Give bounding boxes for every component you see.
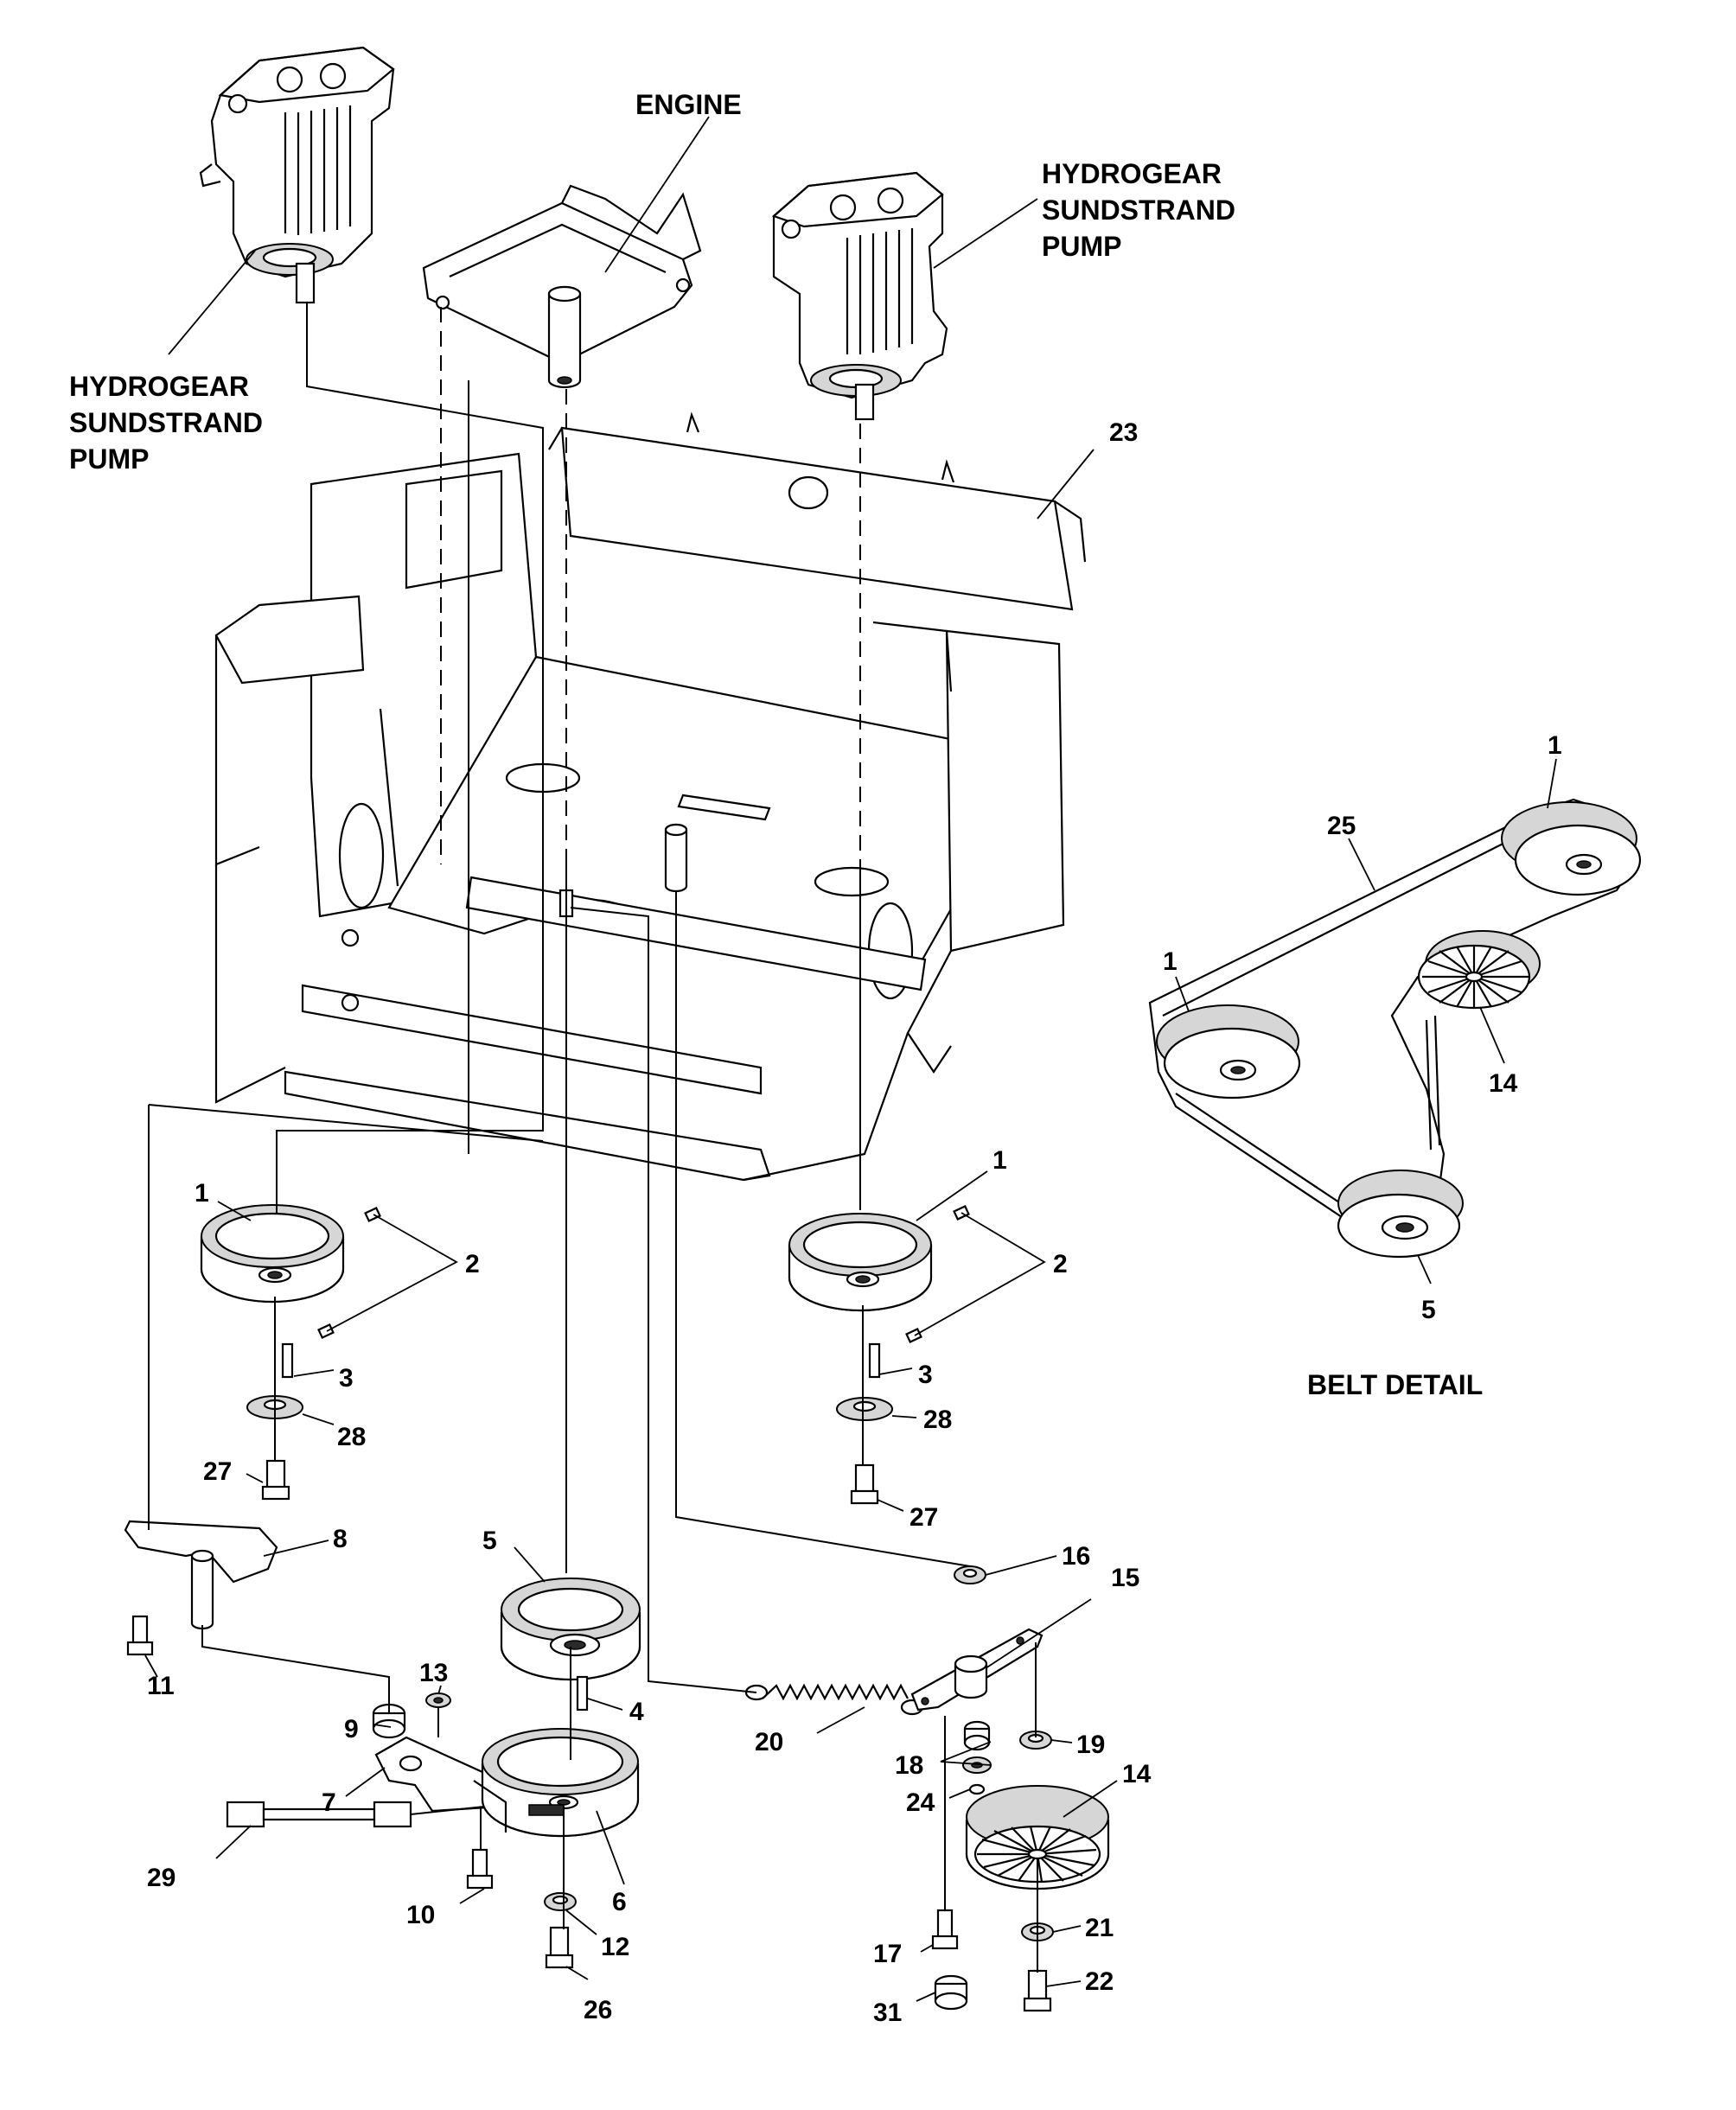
bracket-8 — [124, 1520, 278, 1630]
callout-10: 10 — [406, 1901, 435, 1929]
cap-31 — [934, 1974, 968, 2011]
setscrew-left — [317, 1207, 381, 1339]
callout-1-left: 1 — [195, 1179, 209, 1208]
callout-numbers: 23 1 2 3 28 27 1 2 3 28 27 8 11 9 13 7 5… — [147, 418, 1562, 2027]
label-engine: ENGINE — [635, 89, 742, 120]
idler-arm-15 — [910, 1628, 1044, 1712]
spring-20 — [744, 1683, 924, 1716]
hydrogear-pump-left — [199, 46, 395, 304]
callout-belt-1-left: 1 — [1163, 947, 1178, 976]
bolt-27-right — [850, 1463, 879, 1505]
leader-lines — [144, 116, 1557, 2002]
callout-31: 31 — [873, 1998, 902, 2027]
bolt-17 — [931, 1909, 959, 1950]
label-pump-right-line1: HYDROGEAR — [1042, 158, 1222, 189]
left-pump-pulley — [200, 1204, 345, 1304]
retainer-24 — [968, 1783, 986, 1795]
hydrogear-pump-right — [771, 171, 948, 421]
nut-12 — [544, 1892, 577, 1911]
callout-15: 15 — [1111, 1564, 1139, 1592]
callout-3-left: 3 — [339, 1364, 354, 1393]
callout-16: 16 — [1062, 1542, 1090, 1571]
washer-28-right — [836, 1397, 893, 1421]
callout-4: 4 — [629, 1698, 644, 1726]
callout-21: 21 — [1085, 1914, 1114, 1942]
callout-12: 12 — [601, 1933, 629, 1961]
label-pump-right-line2: SUNDSTRAND — [1042, 194, 1235, 226]
callout-27-left: 27 — [203, 1457, 232, 1486]
callout-2-right: 2 — [1053, 1250, 1068, 1278]
engine-mount — [422, 184, 702, 389]
bolt-27-left — [261, 1459, 290, 1501]
callout-1-right: 1 — [992, 1146, 1007, 1175]
callout-28-right: 28 — [923, 1406, 952, 1434]
label-pump-left-line2: SUNDSTRAND — [69, 407, 263, 438]
callout-19: 19 — [1076, 1731, 1105, 1759]
callout-9: 9 — [344, 1715, 359, 1743]
label-pump-right-line3: PUMP — [1042, 231, 1121, 262]
callout-29: 29 — [147, 1864, 176, 1892]
callout-17: 17 — [873, 1940, 902, 1968]
callout-26: 26 — [584, 1996, 612, 2024]
callout-2-left: 2 — [465, 1250, 480, 1278]
callout-5: 5 — [482, 1527, 497, 1555]
callout-18: 18 — [895, 1751, 923, 1780]
wiring-29 — [226, 1801, 485, 1828]
bolt-26 — [545, 1926, 574, 1969]
bolt-22 — [1023, 1969, 1052, 2012]
bolt-11 — [126, 1615, 154, 1656]
callout-belt-1-top: 1 — [1548, 731, 1562, 760]
callout-28-left: 28 — [337, 1423, 366, 1451]
callout-6: 6 — [612, 1888, 627, 1916]
callout-13: 13 — [419, 1659, 448, 1687]
key-4 — [576, 1675, 589, 1712]
label-pump-left-line3: PUMP — [69, 443, 149, 475]
electric-clutch-6 — [473, 1728, 640, 1838]
label-belt-detail: BELT DETAIL — [1307, 1369, 1483, 1400]
callout-7: 7 — [322, 1788, 336, 1817]
text-labels: ENGINE HYDROGEAR SUNDSTRAND PUMP HYDROGE… — [69, 89, 1483, 1400]
frame — [214, 411, 1087, 1182]
callout-27-right: 27 — [909, 1503, 938, 1532]
idler-pulley-14 — [965, 1785, 1110, 1890]
callout-11: 11 — [147, 1672, 175, 1700]
callout-8: 8 — [333, 1525, 348, 1553]
right-pump-pulley — [788, 1213, 933, 1312]
key-left — [281, 1342, 294, 1379]
key-right — [868, 1342, 881, 1379]
callout-3-right: 3 — [918, 1361, 933, 1389]
bolt-10 — [466, 1848, 494, 1890]
callout-22: 22 — [1085, 1967, 1114, 1996]
belt-detail — [1148, 798, 1642, 1259]
callout-23: 23 — [1109, 418, 1138, 447]
callout-20: 20 — [755, 1728, 783, 1756]
callout-belt-25: 25 — [1327, 812, 1356, 840]
callout-belt-5: 5 — [1421, 1296, 1436, 1324]
washer-16 — [954, 1565, 986, 1584]
assembly-routing-lines — [148, 303, 1038, 1973]
label-pump-left-line1: HYDROGEAR — [69, 371, 249, 402]
callout-belt-14: 14 — [1489, 1069, 1518, 1098]
bushings-18 — [962, 1720, 992, 1774]
callout-24: 24 — [906, 1788, 935, 1817]
washer-13 — [425, 1692, 451, 1708]
callout-14: 14 — [1122, 1760, 1152, 1788]
